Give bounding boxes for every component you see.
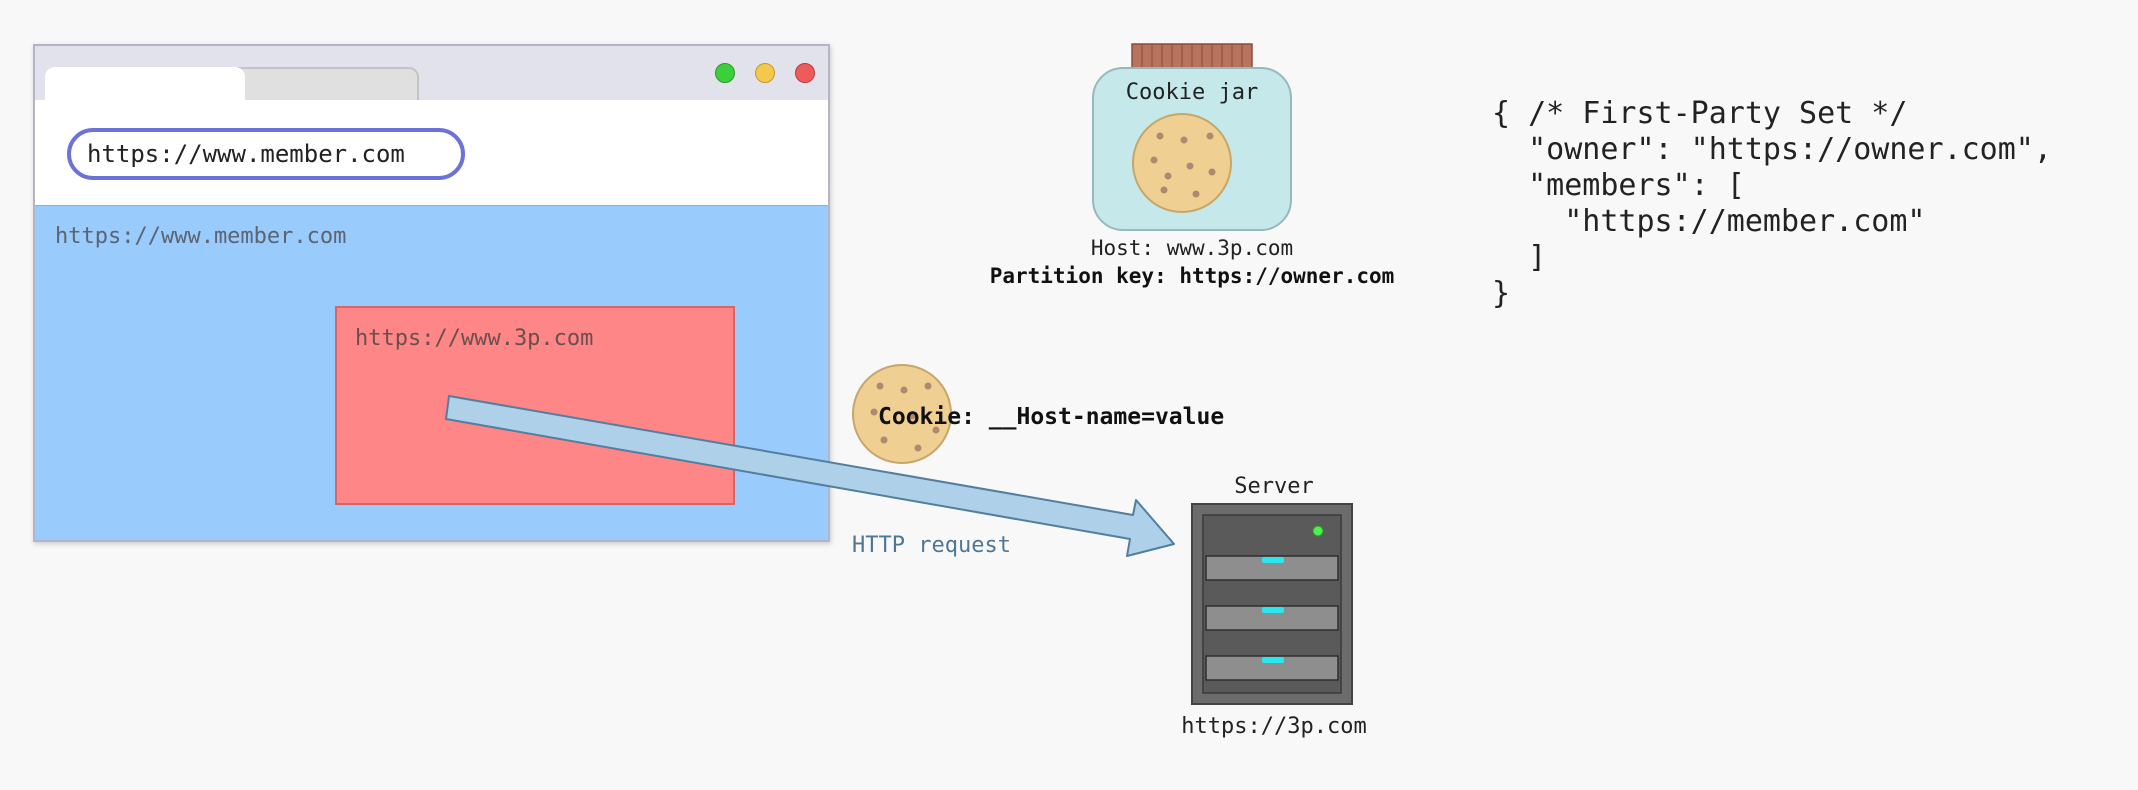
fps-line: "members": [ (1492, 168, 1745, 203)
request-cookie-icon (852, 364, 952, 464)
third-party-iframe (335, 306, 735, 505)
fps-line: } (1492, 276, 1511, 311)
cookie-host-label: Host: www.3p.com (1090, 236, 1294, 260)
page-url-label: https://www.member.com (55, 224, 347, 249)
maximize-button[interactable] (715, 63, 735, 83)
fps-line: "https://member.com" (1492, 204, 1926, 239)
fps-line: "owner": "https://owner.com", (1492, 132, 2052, 167)
fps-line: { /* First-Party Set */ (1492, 96, 1908, 131)
iframe-url-label: https://www.3p.com (355, 326, 594, 351)
server-icon (1191, 503, 1353, 705)
cookie-header-label: Cookie: __Host-name=value (878, 404, 1225, 430)
partition-key-label: Partition key: https://owner.com (989, 264, 1395, 288)
close-button[interactable] (795, 63, 815, 83)
server-url-label: https://3p.com (1181, 714, 1367, 739)
fps-line: ] (1492, 240, 1547, 275)
first-party-set-code: { /* First-Party Set */ "owner": "https:… (1492, 96, 2052, 312)
http-request-label: HTTP request (852, 533, 1011, 558)
server-label: Server (1234, 474, 1314, 499)
cookie-in-jar-icon (1132, 113, 1232, 213)
browser-window: https://www.member.com https://www.membe… (33, 44, 830, 542)
browser-tab-active[interactable] (45, 67, 245, 102)
http-request-arrow (445, 395, 1175, 557)
minimize-button[interactable] (755, 63, 775, 83)
cookie-jar-label: Cookie jar (1125, 80, 1259, 105)
url-bar[interactable]: https://www.member.com (67, 128, 465, 180)
